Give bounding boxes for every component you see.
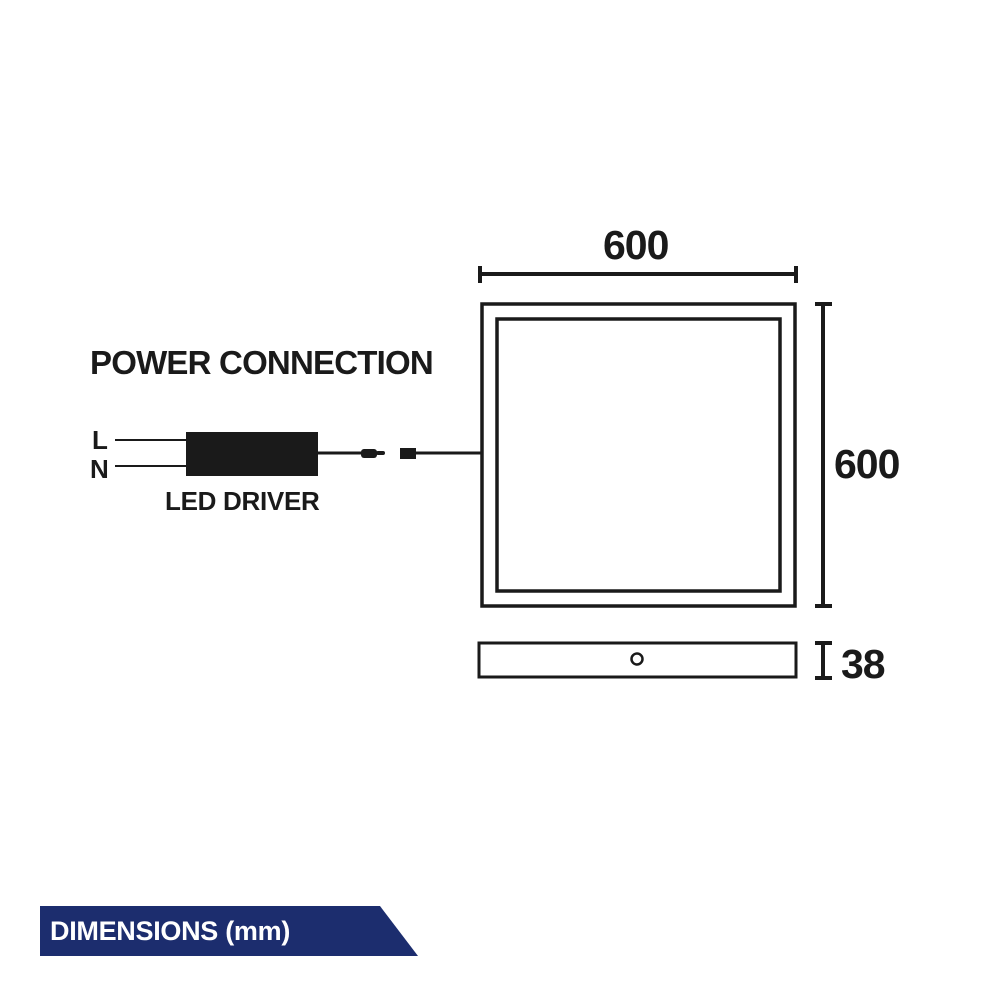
connector-pin [376, 451, 385, 455]
power-connection-title: POWER CONNECTION [90, 344, 434, 381]
depth-dimension-line [815, 641, 832, 680]
dimensions-banner-shape [40, 906, 418, 956]
width-label: 600 [603, 222, 669, 268]
male-connector-icon [361, 449, 377, 458]
live-wire-label: L [92, 425, 108, 455]
dimensions-banner: DIMENSIONS (mm) [40, 906, 418, 956]
neutral-wire-label: N [90, 454, 109, 484]
female-connector-icon [400, 448, 416, 459]
height-dimension-line [815, 302, 832, 608]
panel-outer-frame [480, 302, 797, 608]
led-driver-box [186, 432, 318, 476]
panel-side-profile [477, 641, 798, 679]
height-label: 600 [834, 441, 900, 487]
dimensions-banner-label: DIMENSIONS (mm) [50, 916, 291, 946]
width-dimension-line [478, 266, 798, 283]
led-driver-label: LED DRIVER [165, 486, 320, 516]
depth-label: 38 [841, 641, 886, 687]
panel-inner-frame [495, 317, 782, 593]
side-profile-hole-icon [630, 652, 644, 666]
